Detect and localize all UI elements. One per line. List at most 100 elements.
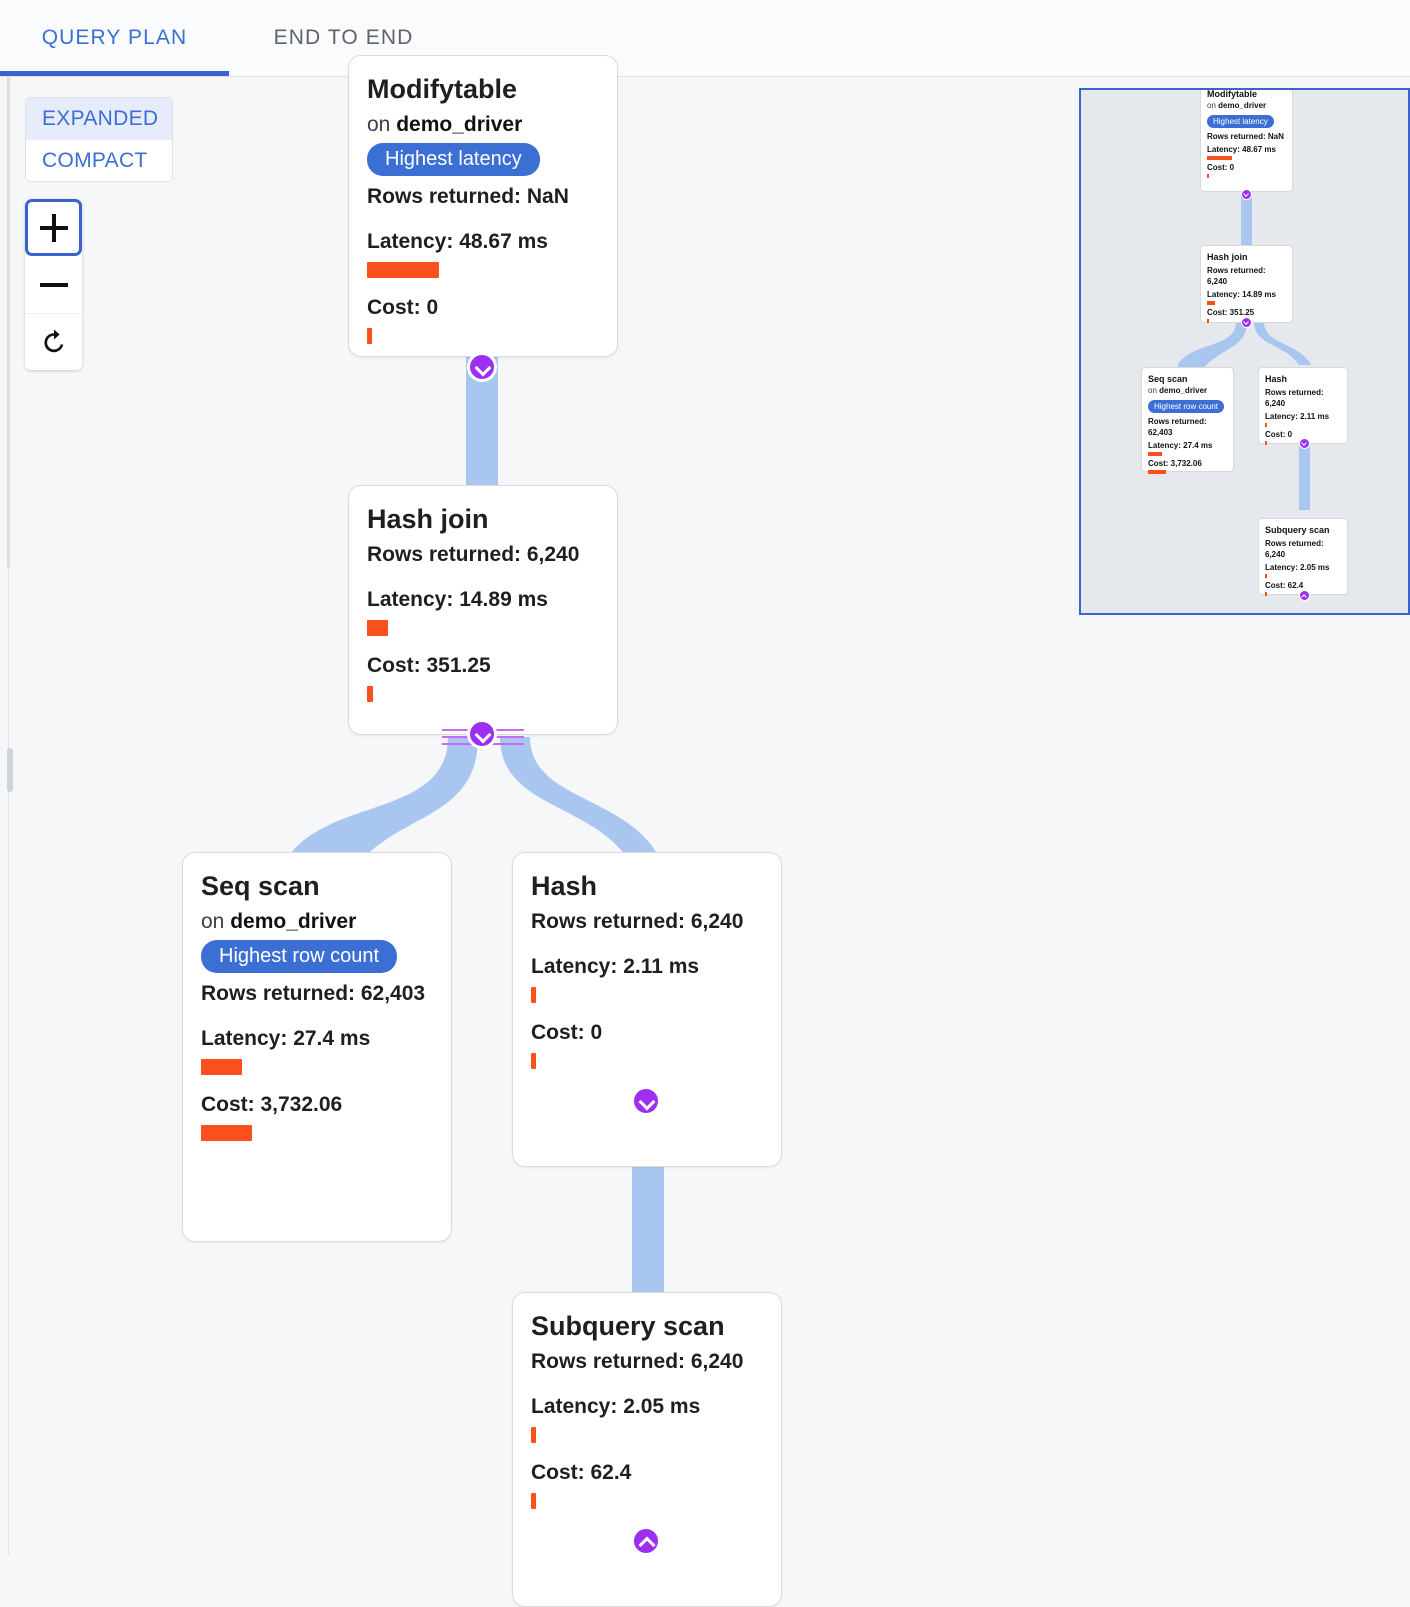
view-mode-compact[interactable]: COMPACT [26, 140, 172, 181]
latency-bar [201, 1059, 242, 1075]
spacer [531, 1003, 763, 1013]
node-hash[interactable]: Hash Rows returned: 6,240 Latency: 2.11 … [512, 852, 782, 1167]
mm-node-title: Subquery scan [1265, 525, 1330, 535]
mm-cost: Cost: 3,732.06 [1148, 459, 1202, 468]
tab-query-plan[interactable]: QUERY PLAN [0, 0, 229, 76]
rail [442, 743, 478, 745]
mm-latency: Latency: 2.11 ms [1265, 412, 1330, 421]
minimap-toggle-subqueryscan[interactable] [1299, 590, 1310, 601]
mm-rows-returned: Rows returned: 62,403 [1148, 417, 1207, 437]
spacer [367, 278, 599, 288]
minimap[interactable]: Modifytable on demo_driver Highest laten… [1079, 88, 1410, 615]
zoom-in-button[interactable] [25, 199, 82, 256]
spacer [531, 1377, 763, 1387]
node-title: Seq scan [201, 871, 320, 901]
collapse-toggle-hash[interactable] [631, 1086, 661, 1116]
collapse-toggle-hashjoin[interactable] [467, 719, 497, 749]
minimap-toggle-hash[interactable] [1299, 438, 1310, 449]
mm-rows-returned: Rows returned: NaN [1207, 132, 1284, 141]
mm-cost-bar [1207, 319, 1209, 323]
cost-bar [531, 1053, 536, 1069]
minimap-toggle-modifytable[interactable] [1241, 189, 1252, 200]
node-latency: Latency: 14.89 ms [367, 588, 548, 611]
rail [488, 736, 524, 738]
tab-end-to-end[interactable]: END TO END [229, 0, 458, 76]
mm-latency-bar [1207, 301, 1215, 305]
node-rows-returned: Rows returned: NaN [367, 185, 569, 208]
rail [488, 729, 524, 731]
mm-edge-hashjoin-hash [1254, 322, 1311, 365]
panel-divider [8, 77, 9, 1556]
node-latency: Latency: 48.67 ms [367, 230, 548, 253]
spacer [201, 1009, 433, 1019]
cost-bar [531, 1493, 536, 1509]
edge-hashjoin-seqscan [288, 737, 478, 867]
cost-bar [201, 1125, 252, 1141]
spacer [531, 1443, 763, 1453]
collapse-toggle-modifytable[interactable] [467, 352, 497, 382]
mm-edge-hash-subqueryscan [1299, 439, 1310, 510]
chevron-up-icon [1302, 593, 1307, 598]
node-cost: Cost: 351.25 [367, 654, 491, 677]
mm-node-badge: Highest latency [1207, 115, 1274, 128]
minimap-node-modifytable[interactable]: Modifytable on demo_driver Highest laten… [1200, 89, 1293, 192]
node-relation: on demo_driver [367, 110, 599, 140]
node-modifytable[interactable]: Modifytable on demo_driver Highest laten… [348, 55, 618, 357]
node-badge: Highest row count [201, 940, 398, 973]
view-mode-expanded[interactable]: EXPANDED [26, 98, 172, 140]
panel-resize-handle[interactable] [7, 748, 13, 792]
mm-node-relation: on demo_driver [1207, 100, 1286, 111]
node-latency: Latency: 2.05 ms [531, 1395, 701, 1418]
collapse-toggle-subqueryscan[interactable] [631, 1526, 661, 1556]
chevron-down-icon [1244, 320, 1249, 325]
mm-node-title: Modifytable [1207, 89, 1258, 99]
mm-node-title: Hash [1265, 374, 1288, 384]
cost-bar [367, 686, 373, 702]
collapse-rails-hashjoin [442, 725, 524, 747]
node-relation-name: demo_driver [396, 113, 523, 136]
mm-node-badge: Highest row count [1148, 400, 1225, 413]
mm-relation-prefix: on [1148, 386, 1157, 395]
reset-rotate-icon [43, 329, 63, 353]
mm-cost: Cost: 351.25 [1207, 308, 1255, 317]
chevron-down-icon [476, 728, 489, 741]
tab-bar: QUERY PLAN END TO END [0, 0, 1410, 77]
spacer [367, 636, 599, 646]
minimap-toggle-hashjoin[interactable] [1241, 317, 1252, 328]
tab-end-to-end-label: END TO END [273, 26, 414, 49]
chevron-down-icon [1302, 441, 1307, 446]
latency-bar [531, 987, 536, 1003]
node-subqueryscan[interactable]: Subquery scan Rows returned: 6,240 Laten… [512, 1292, 782, 1607]
node-seqscan[interactable]: Seq scan on demo_driver Highest row coun… [182, 852, 452, 1242]
node-latency: Latency: 2.11 ms [531, 955, 700, 978]
spacer [367, 570, 599, 580]
chevron-up-icon [640, 1535, 653, 1548]
minus-icon [39, 271, 68, 299]
mm-latency-bar [1207, 156, 1232, 160]
minimap-node-hashjoin[interactable]: Hash join Rows returned: 6,240 Latency: … [1200, 245, 1293, 323]
zoom-out-button[interactable] [25, 256, 82, 313]
edge-modifytable-hashjoin [466, 357, 498, 487]
rail [442, 736, 478, 738]
node-cost: Cost: 3,732.06 [201, 1093, 343, 1116]
latency-bar [367, 262, 439, 278]
minimap-node-hash[interactable]: Hash Rows returned: 6,240 Latency: 2.11 … [1258, 367, 1348, 445]
node-relation-prefix: on [367, 113, 391, 136]
minimap-node-seqscan[interactable]: Seq scan on demo_driver Highest row coun… [1141, 367, 1234, 474]
mm-edge-modifytable-hashjoin [1241, 195, 1252, 250]
mm-latency-bar [1265, 423, 1267, 427]
mm-latency: Latency: 48.67 ms [1207, 145, 1276, 154]
node-rows-returned: Rows returned: 62,403 [201, 982, 426, 1005]
mm-relation-prefix: on [1207, 101, 1216, 110]
view-mode-expanded-label: EXPANDED [42, 107, 159, 130]
node-hashjoin[interactable]: Hash join Rows returned: 6,240 Latency: … [348, 485, 618, 735]
active-tab-indicator [0, 71, 229, 76]
spacer [367, 212, 599, 222]
mm-latency: Latency: 2.05 ms [1265, 563, 1330, 572]
query-plan-canvas[interactable]: Modifytable on demo_driver Highest laten… [0, 55, 1070, 1607]
mm-edge-hashjoin-seqscan [1178, 322, 1247, 370]
node-badge: Highest latency [367, 143, 540, 176]
minimap-node-subqueryscan[interactable]: Subquery scan Rows returned: 6,240 Laten… [1258, 518, 1348, 596]
zoom-reset-button[interactable] [25, 313, 82, 370]
node-relation: on demo_driver [201, 907, 433, 937]
